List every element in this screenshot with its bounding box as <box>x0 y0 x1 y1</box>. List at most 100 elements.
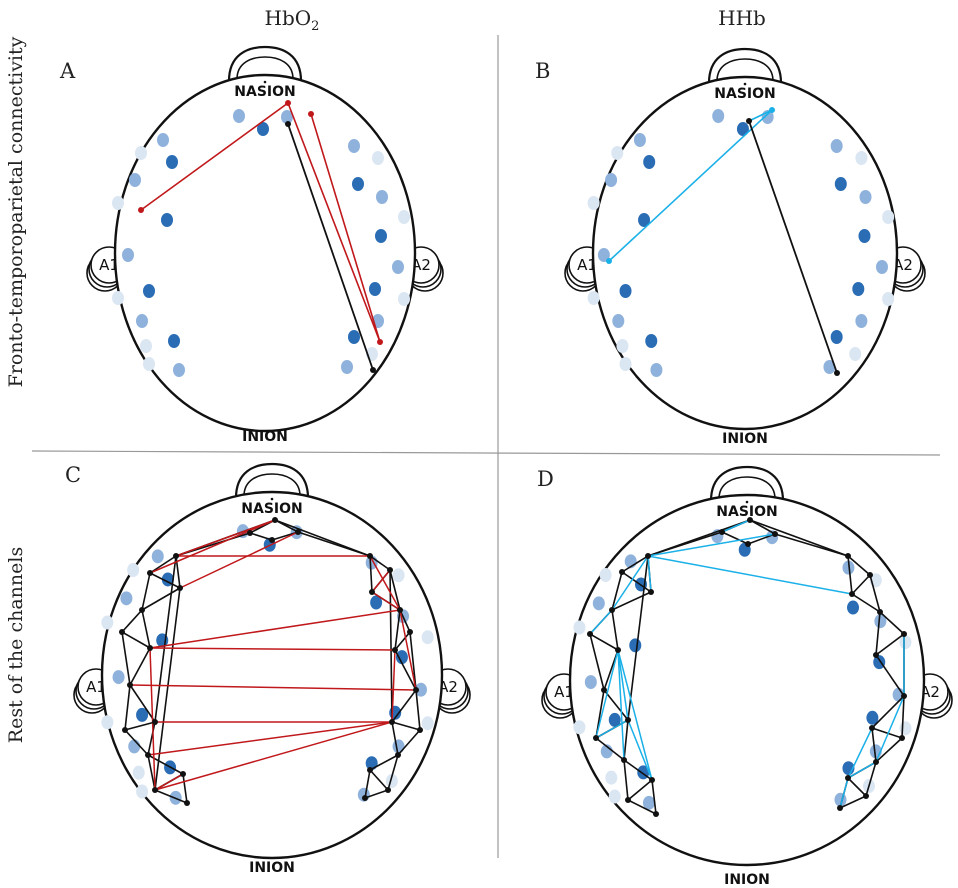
channel-dot <box>875 260 888 274</box>
connectivity-line <box>149 647 396 651</box>
channel-dot <box>592 596 605 611</box>
nasion-label: NASION <box>716 504 777 520</box>
connectivity-line <box>839 795 867 809</box>
link-node <box>152 719 158 725</box>
connectivity-line <box>595 737 625 761</box>
link-node <box>389 719 395 725</box>
channel-dot <box>573 720 586 735</box>
connectivity-line <box>141 609 151 649</box>
link-node <box>367 767 373 773</box>
link-node <box>863 793 869 799</box>
connectivity-line <box>847 555 853 595</box>
channel-dot <box>112 291 124 305</box>
link-node <box>746 118 752 124</box>
link-node <box>837 805 843 811</box>
channel-dot <box>392 260 404 274</box>
connectivity-line <box>871 695 905 729</box>
channel-dot <box>642 795 655 810</box>
link-node <box>769 107 775 113</box>
link-node <box>845 775 851 781</box>
connectivity-line <box>623 759 629 801</box>
link-node <box>621 757 627 763</box>
link-node <box>180 771 186 777</box>
channel-dot <box>173 363 185 377</box>
channel-dot <box>855 151 868 165</box>
channel-dot <box>882 292 895 306</box>
link-node <box>601 687 607 693</box>
connectivity-line <box>369 754 399 771</box>
link-node <box>625 797 631 803</box>
link-node <box>413 687 419 693</box>
connectivity-line <box>391 689 417 723</box>
channel-dot <box>143 357 155 371</box>
connectivity-line <box>249 532 273 541</box>
link-node <box>625 717 631 723</box>
link-node <box>145 752 151 758</box>
connectivity-line <box>121 609 143 633</box>
nose-inner-outline <box>716 58 774 82</box>
connectivity-line <box>129 684 156 723</box>
column-title-hhb: HHb <box>718 6 766 30</box>
connectivity-line <box>589 633 605 691</box>
connectivity-line <box>154 789 188 804</box>
channel-dot <box>643 155 656 169</box>
link-node <box>873 652 879 658</box>
channel-dot <box>136 314 148 328</box>
connectivity-line <box>608 109 773 262</box>
channel-dot <box>823 360 836 374</box>
connectivity-line <box>651 779 657 815</box>
channel-dot <box>132 765 145 780</box>
connectivity-line <box>391 721 421 731</box>
link-node <box>653 811 659 817</box>
connectivity-line <box>369 555 373 593</box>
connectivity-line <box>397 729 421 756</box>
link-node <box>370 367 376 373</box>
head-outline <box>113 73 417 433</box>
link-node <box>719 529 725 535</box>
channel-dot <box>899 635 912 650</box>
connectivity-line <box>394 609 401 651</box>
channel-dot <box>348 330 360 344</box>
connectivity-line <box>389 569 393 723</box>
link-node <box>606 258 612 264</box>
channel-dot <box>834 177 847 191</box>
connectivity-line <box>647 555 853 595</box>
channel-dot <box>847 600 860 615</box>
connectivity-line <box>865 761 877 797</box>
channel-dot <box>151 549 164 564</box>
connectivity-line <box>129 684 417 691</box>
nose-outline <box>707 47 783 84</box>
head-outline <box>591 75 899 431</box>
connectivity-line <box>387 754 399 791</box>
channel-dot <box>112 670 125 685</box>
connectivity-line <box>287 102 381 343</box>
channel-dot <box>645 334 658 348</box>
channel-dot <box>101 615 114 630</box>
link-node <box>397 607 403 613</box>
channel-dot <box>136 784 149 799</box>
link-node <box>362 795 368 801</box>
link-node <box>834 370 840 376</box>
nose-outline <box>709 465 785 502</box>
connectivity-line <box>901 695 905 739</box>
connectivity-line <box>647 555 652 593</box>
head-outline <box>568 493 926 867</box>
channel-dot <box>112 196 124 210</box>
link-node <box>747 517 753 523</box>
connectivity-line <box>623 719 629 761</box>
connectivity-line <box>611 591 652 611</box>
connectivity-line <box>611 555 649 611</box>
connectivity-line <box>595 719 629 739</box>
channel-dot <box>629 638 642 653</box>
connectivity-line <box>875 654 905 697</box>
link-node <box>285 100 291 106</box>
nasion-mark <box>743 82 747 86</box>
connectivity-line <box>391 721 399 756</box>
head-outline <box>100 490 444 860</box>
connectivity-line <box>364 769 371 799</box>
link-node <box>295 529 301 535</box>
channel-dot <box>599 568 612 582</box>
connectivity-line <box>394 631 411 651</box>
